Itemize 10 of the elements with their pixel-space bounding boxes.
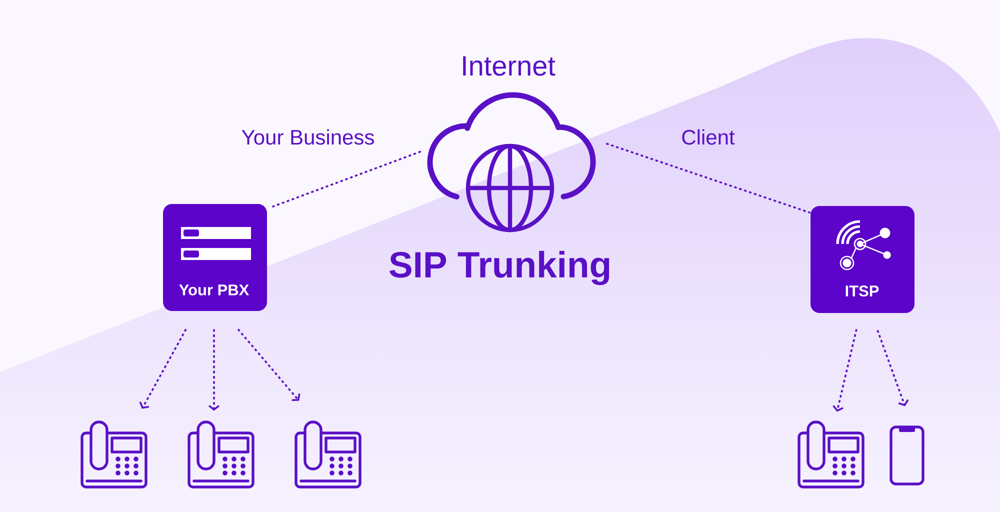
desk-phone-icon: [188, 420, 254, 488]
desk-phone-icon: [798, 420, 864, 488]
edge-label: Client: [682, 129, 735, 145]
node-heading: Internet: [463, 56, 556, 76]
desk-phone-icon: [294, 420, 362, 488]
edge-label: Your Business: [242, 129, 374, 145]
device-box: ITSP: [810, 206, 914, 313]
title: SIP Trunking: [390, 250, 610, 286]
desk-phone-icon: [80, 420, 148, 488]
mobile-phone-icon: [890, 426, 924, 486]
